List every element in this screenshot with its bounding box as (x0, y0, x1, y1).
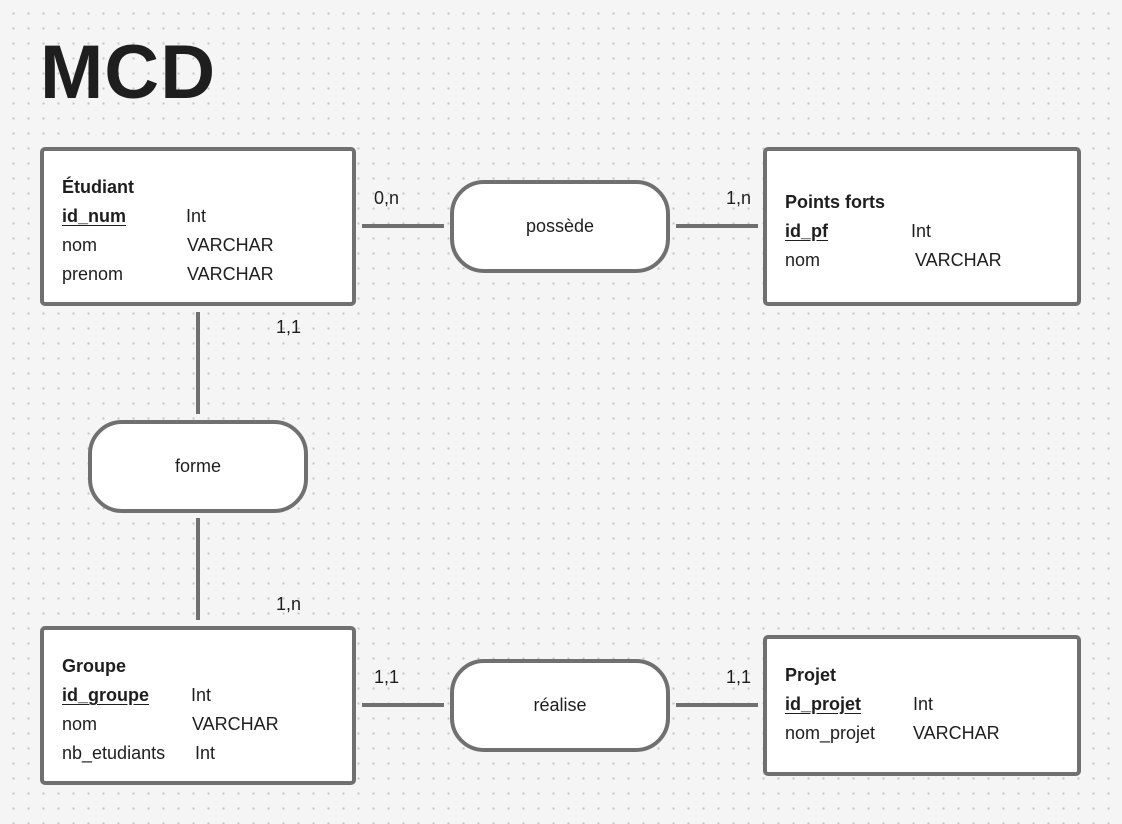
attribute-row: nom VARCHAR (62, 231, 352, 260)
association-realise[interactable]: réalise (450, 659, 670, 752)
attribute-name: prenom (62, 264, 124, 284)
link-etudiant-forme (196, 312, 200, 414)
attribute-type: VARCHAR (192, 714, 279, 734)
primary-key-name: id_num (62, 206, 127, 226)
primary-key-name: id_pf (785, 221, 828, 241)
attribute-row: id_groupe Int (62, 681, 352, 710)
primary-key-name: id_groupe (62, 685, 150, 705)
link-forme-groupe (196, 518, 200, 620)
page-title: MCD (40, 30, 217, 115)
attribute-name: nom (62, 714, 98, 734)
cardinality-groupe-forme: 1,n (276, 594, 302, 614)
entity-projet-name: Projet (785, 665, 837, 685)
cardinality-etudiant-possede: 0,n (374, 188, 400, 208)
entity-points-forts[interactable]: Points forts id_pf Int nom VARCHAR (763, 147, 1081, 306)
attribute-row: id_pf Int (785, 217, 1077, 246)
cardinality-groupe-realise: 1,1 (374, 667, 400, 687)
attribute-type: VARCHAR (913, 723, 1000, 743)
entity-projet[interactable]: Projet id_projet Int nom_projet VARCHAR (763, 635, 1081, 776)
attribute-row: nom VARCHAR (785, 246, 1077, 275)
link-realise-projet (676, 703, 758, 707)
entity-etudiant[interactable]: Étudiant id_num Int nom VARCHAR prenom V… (40, 147, 356, 306)
entity-etudiant-name: Étudiant (62, 177, 134, 197)
attribute-row: id_num Int (62, 202, 352, 231)
attribute-name: nom_projet (785, 723, 876, 743)
link-groupe-realise (362, 703, 444, 707)
attribute-type: Int (186, 206, 207, 226)
entity-points-forts-name: Points forts (785, 192, 886, 212)
entity-groupe[interactable]: Groupe id_groupe Int nom VARCHAR nb_etud… (40, 626, 356, 785)
attribute-type: Int (191, 685, 212, 705)
cardinality-pointsforts-possede: 1,n (726, 188, 752, 208)
attribute-name: nom (785, 250, 821, 270)
entity-groupe-name: Groupe (62, 656, 127, 676)
attribute-name: nb_etudiants (62, 743, 166, 763)
attribute-type: VARCHAR (187, 264, 274, 284)
attribute-name: nom (62, 235, 98, 255)
attribute-row: nom VARCHAR (62, 710, 352, 739)
attribute-row: id_projet Int (785, 690, 1077, 719)
attribute-type: VARCHAR (187, 235, 274, 255)
attribute-type: Int (911, 221, 932, 241)
attribute-type: Int (195, 743, 216, 763)
association-forme[interactable]: forme (88, 420, 308, 513)
attribute-type: VARCHAR (915, 250, 1002, 270)
cardinality-projet-realise: 1,1 (726, 667, 752, 687)
attribute-type: Int (913, 694, 934, 714)
attribute-row: nom_projet VARCHAR (785, 719, 1077, 748)
cardinality-etudiant-forme: 1,1 (276, 317, 302, 337)
attribute-row: nb_etudiants Int (62, 739, 352, 768)
attribute-row: prenom VARCHAR (62, 260, 352, 289)
link-possede-points-forts (676, 224, 758, 228)
link-etudiant-possede (362, 224, 444, 228)
primary-key-name: id_projet (785, 694, 862, 714)
association-possede[interactable]: possède (450, 180, 670, 273)
